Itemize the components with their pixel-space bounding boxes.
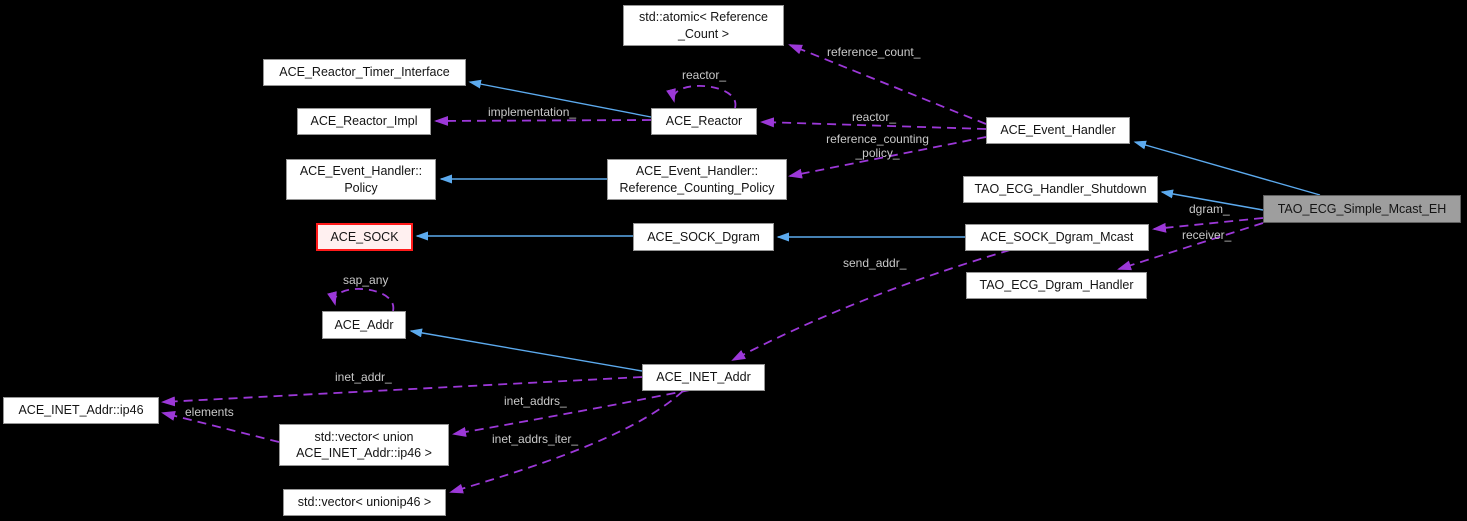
node-ace-sock-dgram-mcast[interactable]: ACE_SOCK_Dgram_Mcast	[965, 224, 1149, 251]
edge-inetaddr-to-vectorip46	[452, 389, 691, 437]
edge-label-elements: elements	[185, 405, 234, 419]
edge-mcasteh-to-eventhandler	[1133, 140, 1321, 196]
node-std-atomic-reference-count[interactable]: std::atomic< Reference _Count >	[623, 5, 784, 46]
node-tao-ecg-simple-mcast-eh: TAO_ECG_Simple_Mcast_EH	[1263, 195, 1461, 223]
edge-eventhandler-to-reactor	[760, 117, 987, 130]
edge-reactor-to-reactorimpl	[434, 115, 652, 126]
edge-label-send-addr: send_addr_	[843, 256, 907, 270]
edge-label-implementation: implementation_	[488, 105, 577, 119]
edge-label-receiver: receiver_	[1182, 228, 1232, 242]
edge-label-sap-any: sap_any	[343, 273, 389, 287]
edge-inetaddr-to-vectorunionip46	[449, 390, 684, 494]
edge-eventhandler-to-atomic	[788, 44, 987, 125]
edge-vectorip46-to-ip46	[161, 411, 280, 443]
node-ace-reactor[interactable]: ACE_Reactor	[651, 108, 757, 135]
edge-label-dgram: dgram_	[1189, 202, 1230, 216]
edge-label-inet-addrs: inet_addrs_	[504, 394, 567, 408]
node-ace-event-handler[interactable]: ACE_Event_Handler	[986, 117, 1130, 144]
edge-dgrammcast-to-inetaddr	[731, 249, 1011, 361]
edge-eventhandler-to-refcountingpolicy	[788, 136, 987, 179]
node-ace-addr[interactable]: ACE_Addr	[322, 311, 406, 339]
edge-label-reactor: reactor_	[852, 110, 897, 124]
edge-label-inet-addrs-iter: inet_addrs_iter_	[492, 432, 579, 446]
node-tao-ecg-handler-shutdown[interactable]: TAO_ECG_Handler_Shutdown	[963, 176, 1158, 203]
node-std-vector-union-ace-inet-addr-ip46[interactable]: std::vector< union ACE_INET_Addr::ip46 >	[279, 424, 449, 466]
edge-reactor-to-timer-interface	[468, 79, 652, 118]
node-ace-event-handler-reference-counting-policy[interactable]: ACE_Event_Handler:: Reference_Counting_P…	[607, 159, 787, 200]
node-tao-ecg-dgram-handler[interactable]: TAO_ECG_Dgram_Handler	[966, 272, 1147, 299]
edge-reactor-self-loop	[666, 85, 737, 109]
node-ace-event-handler-policy[interactable]: ACE_Event_Handler:: Policy	[286, 159, 436, 200]
node-std-vector-unionip46[interactable]: std::vector< unionip46 >	[283, 489, 446, 516]
edge-inetaddr-to-ip46	[161, 376, 643, 407]
edge-label-reference-counting-policy: reference_counting _policy_	[826, 132, 929, 160]
node-ace-inet-addr-ip46[interactable]: ACE_INET_Addr::ip46	[3, 397, 159, 424]
edge-aceaddr-self-loop	[327, 288, 394, 312]
node-ace-sock[interactable]: ACE_SOCK	[316, 223, 413, 251]
node-ace-sock-dgram[interactable]: ACE_SOCK_Dgram	[633, 223, 774, 251]
edge-label-inet-addr: inet_addr_	[335, 370, 392, 384]
node-ace-reactor-timer-interface[interactable]: ACE_Reactor_Timer_Interface	[263, 59, 466, 86]
edge-mcasteh-to-dgrammcast	[1152, 217, 1264, 233]
edge-mcasteh-to-dgramhandler	[1117, 222, 1264, 271]
node-ace-reactor-impl[interactable]: ACE_Reactor_Impl	[297, 108, 431, 135]
edge-mcasteh-to-handlershutdown	[1160, 189, 1264, 211]
edge-label-reactor-self: reactor_	[682, 68, 727, 82]
edge-inetaddr-to-aceaddr	[409, 328, 643, 372]
edge-label-reference-count: reference_count_	[827, 45, 921, 59]
node-ace-inet-addr[interactable]: ACE_INET_Addr	[642, 364, 765, 391]
